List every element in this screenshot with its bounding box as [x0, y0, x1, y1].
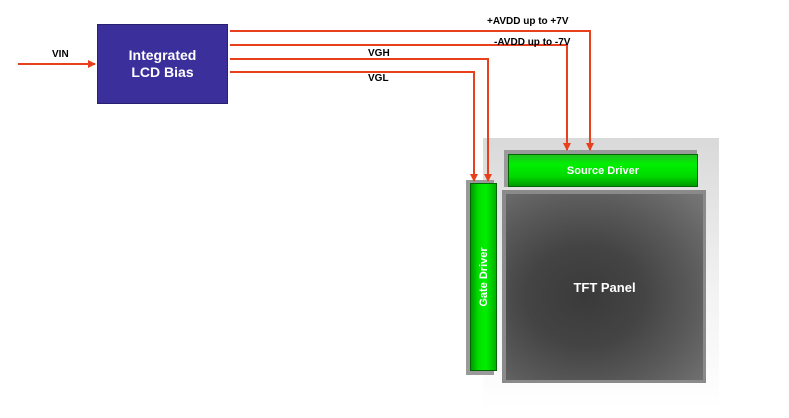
vgl-wire: [230, 71, 478, 182]
vgl-label: VGL: [368, 73, 389, 84]
lcd-bias-label: Integrated LCD Bias: [128, 47, 197, 80]
lcd-bias-block: Integrated LCD Bias: [97, 24, 228, 104]
gate-driver-block: Gate Driver: [470, 183, 497, 371]
avdd-pos-label: +AVDD up to +7V: [487, 16, 569, 27]
avdd-neg-wire: [230, 44, 571, 151]
tft-panel-label: TFT Panel: [573, 279, 636, 295]
avdd-pos-wire: [230, 30, 594, 151]
vgh-label: VGH: [368, 48, 390, 59]
source-driver-block: Source Driver: [508, 154, 698, 187]
vin-label: VIN: [52, 49, 69, 60]
tft-panel-block: TFT Panel: [506, 194, 703, 380]
source-driver-label: Source Driver: [566, 164, 640, 177]
avdd-neg-label: -AVDD up to -7V: [494, 37, 571, 48]
vgh-wire: [230, 58, 492, 182]
